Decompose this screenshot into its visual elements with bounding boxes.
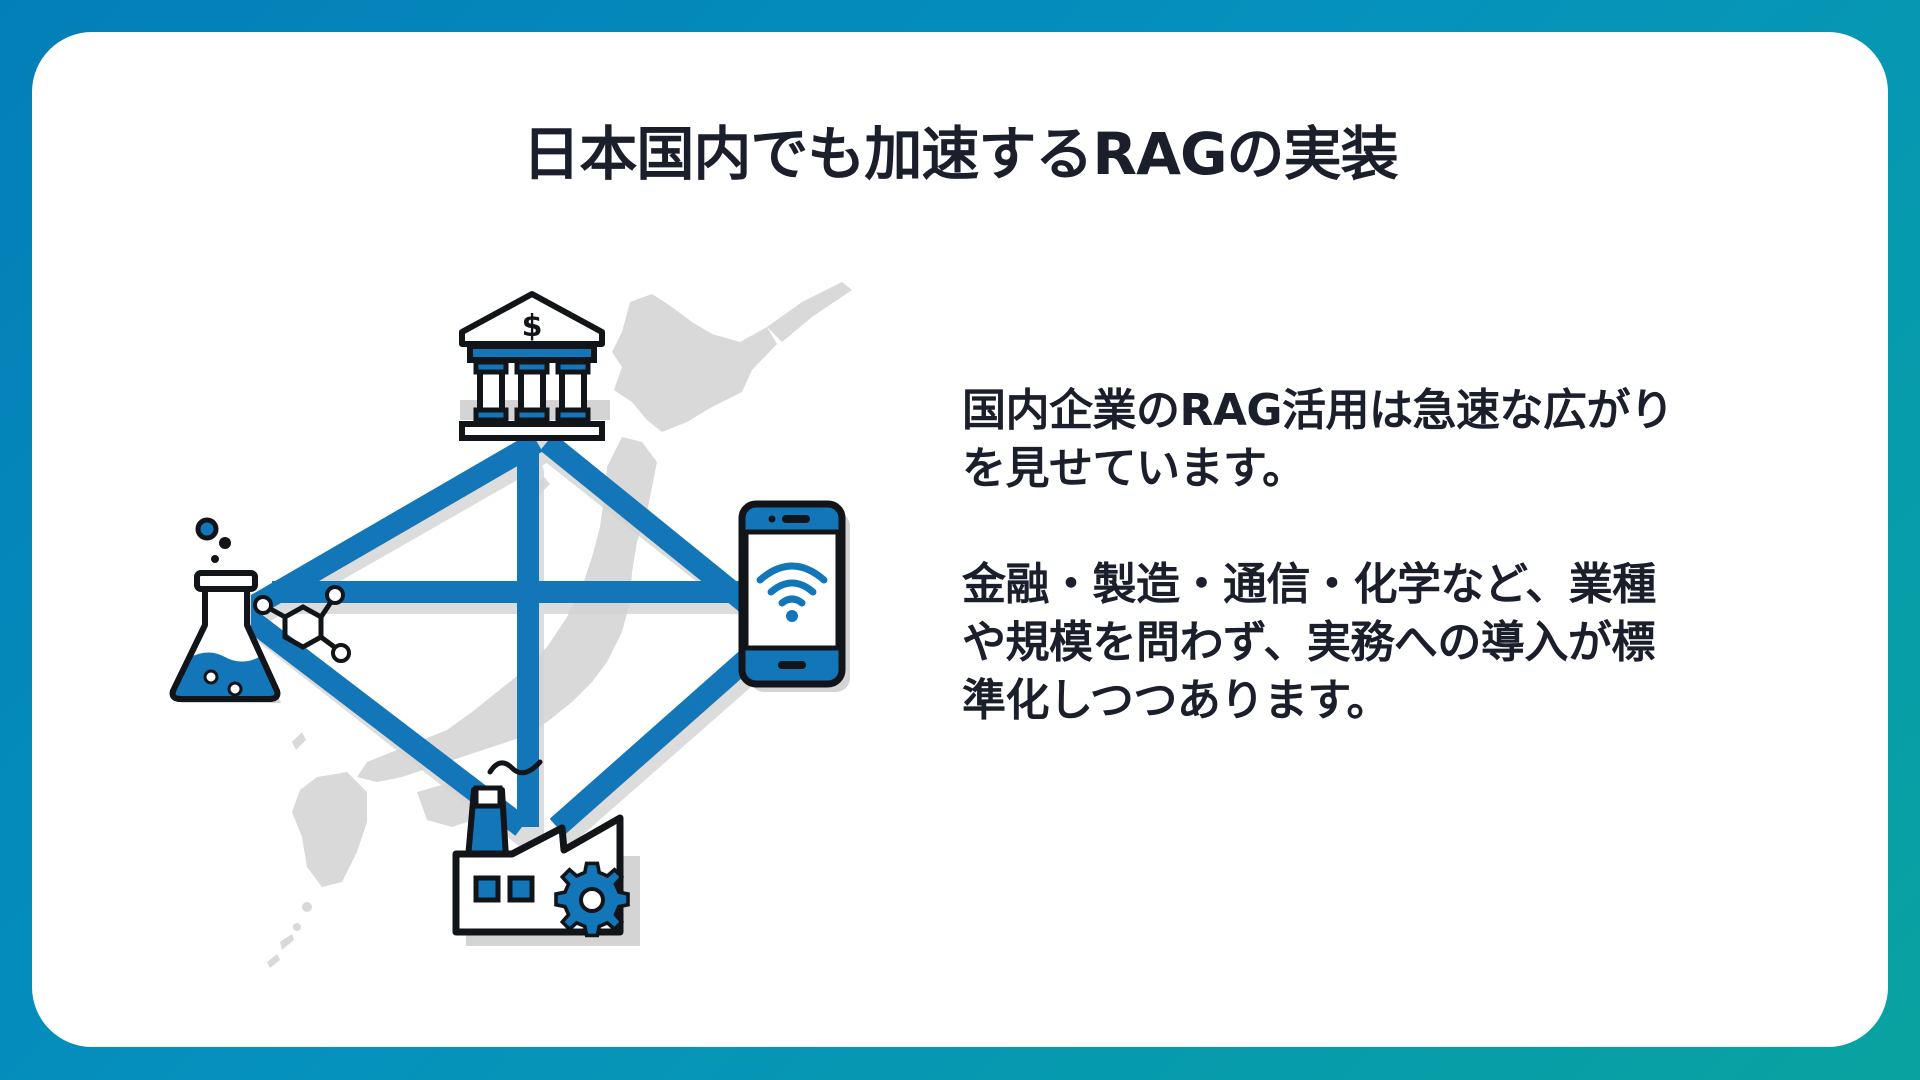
paragraph-line: 金融・製造・通信・化学など、業種 <box>962 559 1656 610</box>
slide-body-text: 国内企業のRAG活用は急速な広がり を見せています。 金融・製造・通信・化学など… <box>962 382 1762 730</box>
flask-molecule-icon <box>169 517 351 703</box>
factory-gear-icon <box>452 759 640 946</box>
bank-icon: $ <box>459 291 610 441</box>
paragraph-line: や規模を問わず、実務への導入が標 <box>962 617 1655 668</box>
paragraph-line: を見せています。 <box>962 443 1306 494</box>
network-connection-lines <box>240 432 765 836</box>
slide-title: 日本国内でも加速するRAGの実装 <box>522 120 1398 188</box>
slide-card: 日本国内でも加速するRAGの実装 <box>32 32 1888 1047</box>
paragraph-industries: 金融・製造・通信・化学など、業種 や規模を問わず、実務への導入が標 準化しつつあ… <box>962 556 1762 730</box>
paragraph-line: 準化しつつあります。 <box>962 675 1390 726</box>
industry-network-illustration: $ <box>152 272 912 992</box>
paragraph-intro: 国内企業のRAG活用は急速な広がり を見せています。 <box>962 382 1762 498</box>
smartphone-wifi-icon <box>738 500 850 692</box>
svg-text:$: $ <box>522 309 543 344</box>
paragraph-line: 国内企業のRAG活用は急速な広がり <box>962 385 1674 436</box>
